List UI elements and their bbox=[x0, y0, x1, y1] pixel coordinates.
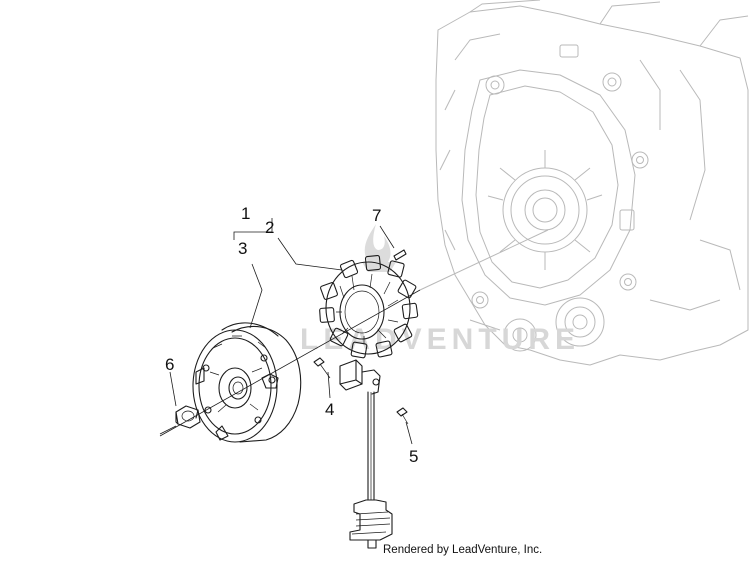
callout-1: 1 bbox=[241, 204, 250, 223]
callout-4: 4 bbox=[325, 400, 334, 419]
watermark-text: LEADVENTURE bbox=[300, 323, 580, 356]
callout-5: 5 bbox=[409, 447, 418, 466]
stator bbox=[319, 254, 419, 359]
callout-6: 6 bbox=[165, 355, 174, 374]
render-credit: Rendered by LeadVenture, Inc. bbox=[383, 544, 542, 556]
pickup-sensor bbox=[339, 359, 381, 395]
callout-2: 2 bbox=[265, 218, 274, 237]
key bbox=[393, 249, 407, 261]
leader-lines bbox=[169, 218, 413, 445]
callout-7: 7 bbox=[372, 206, 381, 225]
flywheel-rotor bbox=[192, 322, 302, 443]
engine-crankcase bbox=[419, 0, 749, 366]
screw-4 bbox=[313, 357, 331, 379]
screw-5 bbox=[396, 407, 409, 425]
callouts: 1 2 3 4 5 6 7 bbox=[165, 204, 418, 466]
callout-3: 3 bbox=[238, 239, 247, 258]
watermark: LEADVENTURE bbox=[300, 224, 580, 356]
wiring-harness-connector bbox=[349, 391, 393, 549]
flywheel-nut bbox=[159, 405, 201, 435]
assembly-axis-line bbox=[159, 289, 421, 437]
